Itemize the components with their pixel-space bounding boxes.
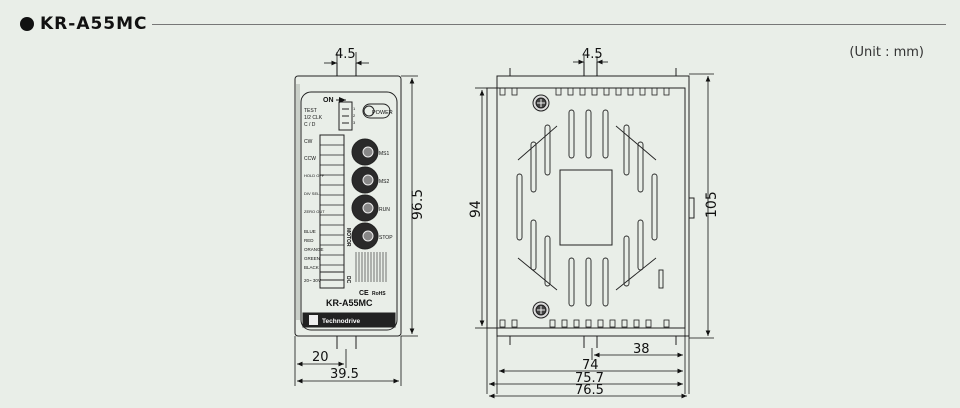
side-width-dim-38: 38 (633, 342, 650, 357)
side-width-dim-74: 74 (582, 358, 599, 373)
terminal-label-hold: HOLD OFF (304, 173, 325, 178)
front-dimensions (294, 52, 418, 386)
power-label: POWER (372, 110, 393, 116)
knob-label-stop: STOP (379, 235, 393, 241)
dc-label: DC (345, 276, 351, 284)
screw-bottom (532, 301, 550, 319)
screw-top (532, 94, 550, 112)
power-in-label: 20~ 30V (304, 278, 321, 283)
wire-label-black: BLACK (304, 265, 319, 270)
knob-run[interactable] (351, 194, 379, 222)
switch-label-test: TEST (304, 108, 317, 114)
front-height-dim: 96.5 (410, 189, 426, 220)
section-header: KR-A55MC (20, 14, 946, 34)
knob-label-ms1: MS1 (379, 151, 390, 157)
front-width-dim-2: 39.5 (330, 367, 359, 382)
terminal-label-zero: ZERO OUT (304, 209, 325, 214)
wire-label-green: GREEN (304, 256, 320, 261)
knob-label-ms2: MS2 (379, 179, 390, 185)
bottom-tabs (499, 319, 670, 328)
center-window (559, 169, 613, 246)
motor-label: MOTOR (345, 228, 351, 247)
vent-grille (355, 252, 387, 282)
product-title: KR-A55MC (40, 14, 148, 34)
knob-ms1[interactable] (351, 138, 379, 166)
power-led (362, 103, 391, 119)
side-width-dim-76-5: 76.5 (575, 383, 604, 398)
side-view (486, 62, 695, 348)
wire-label-red: RED (304, 238, 314, 243)
model-label: KR-A55MC (326, 298, 373, 308)
side-case-outline (496, 75, 690, 337)
brand-label: Technodrive (322, 318, 361, 325)
front-view (294, 63, 402, 349)
terminal-strip[interactable] (319, 134, 345, 281)
brand-bar (302, 312, 396, 328)
side-height-outer-dim: 105 (704, 191, 720, 218)
terminal-label-ccw: CCW (304, 156, 316, 162)
brand-logo-icon (309, 315, 318, 325)
header-rule (151, 23, 946, 25)
knob-stop[interactable] (351, 222, 379, 250)
top-tabs (499, 87, 670, 96)
front-top-dim: 4.5 (335, 47, 356, 62)
wire-label-blue: BLUE (304, 229, 316, 234)
switch-label-clk: 1/2 CLK (304, 115, 323, 121)
cooling-slots (516, 109, 664, 307)
bullet-icon (20, 17, 34, 31)
knob-ms2[interactable] (351, 166, 379, 194)
side-top-dim: 4.5 (582, 47, 603, 62)
wire-label-orange: ORANGE (304, 247, 324, 252)
switch-number-3: 3 (353, 120, 356, 125)
ce-mark: CE (359, 290, 369, 297)
switch-number-2: 2 (353, 113, 356, 118)
switch-number-1: 1 (353, 106, 356, 111)
terminal-label-div: DIV SEL (304, 191, 320, 196)
unit-label: (Unit : mm) (849, 45, 924, 60)
side-width-dim-75-7: 75.7 (575, 371, 604, 386)
side-clip (688, 197, 695, 219)
rohs-mark: RoHS (372, 291, 386, 297)
side-dimensions (475, 56, 714, 399)
front-case-outline (294, 75, 402, 337)
knob-label-run: RUN (379, 207, 390, 213)
switch-label-cd: C / D (304, 122, 316, 128)
heatsink-plate (486, 87, 686, 329)
on-label: ON (323, 97, 334, 104)
front-panel (300, 91, 398, 331)
front-width-dim-1: 20 (312, 350, 329, 365)
terminal-label-cw: CW (304, 139, 313, 145)
side-height-inner-dim: 94 (468, 200, 484, 218)
